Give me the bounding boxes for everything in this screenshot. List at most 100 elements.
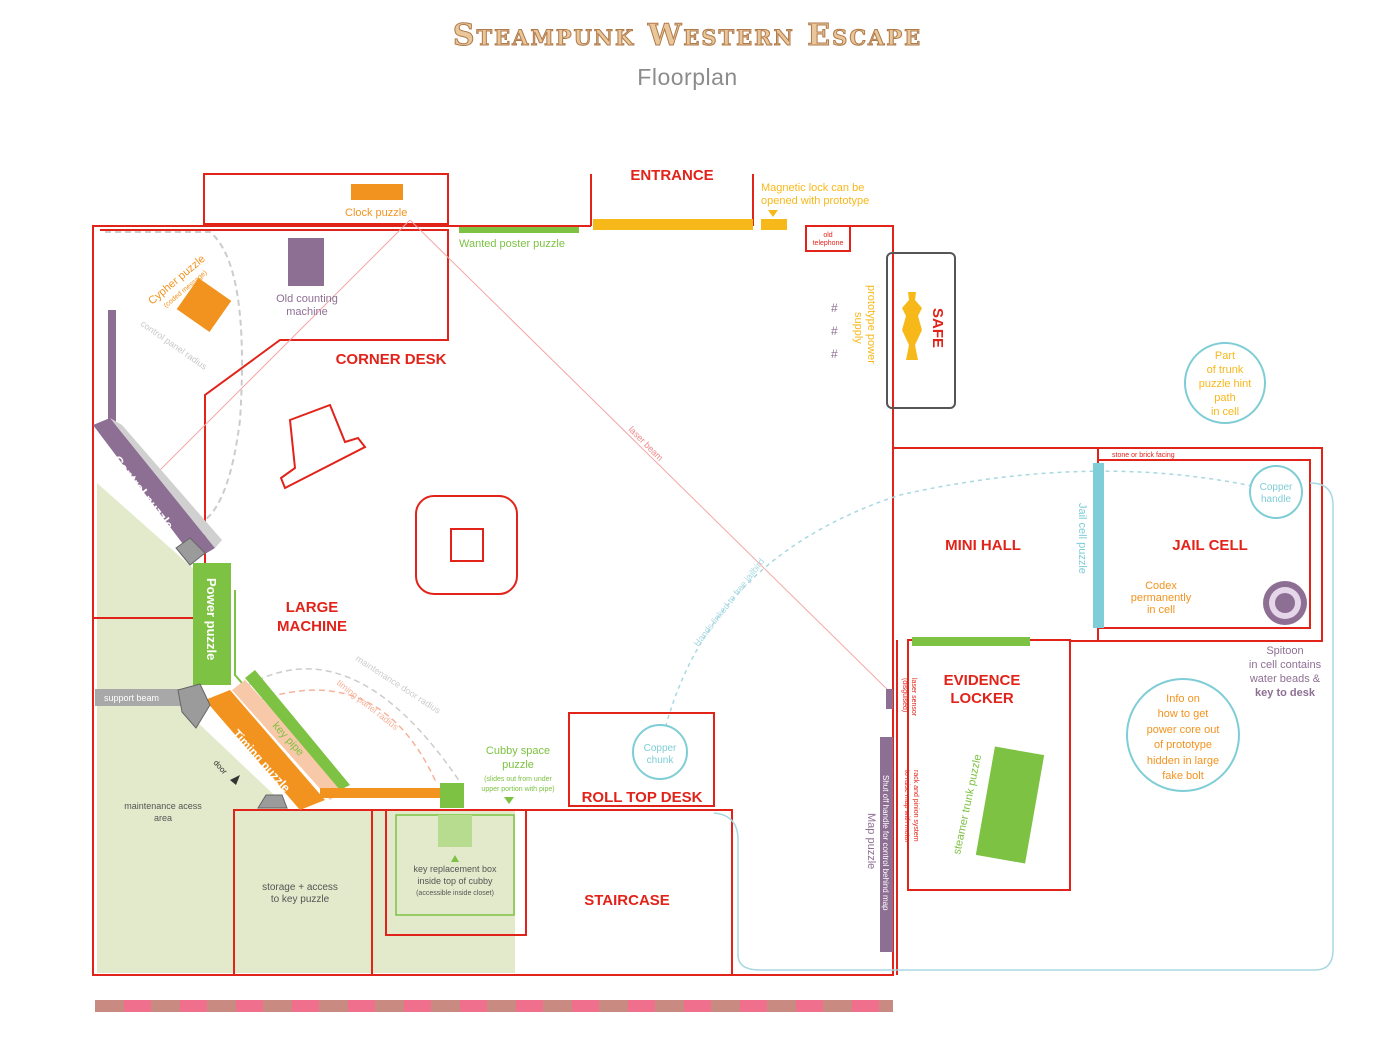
- support-beam-label: support beam: [104, 693, 159, 703]
- prototype-icon: [902, 292, 922, 360]
- evidence-locker-label-2: LOCKER: [950, 690, 1014, 707]
- large-machine-label-2: MACHINE: [277, 618, 347, 635]
- central-table-inner: [450, 528, 484, 562]
- jail-cell-puzzle-label: Jail cell puzzle: [1076, 503, 1088, 574]
- storage-box: [233, 809, 373, 976]
- laser-beam-label: laser beam: [627, 424, 666, 463]
- cubby-note-1: (slides out from under: [484, 776, 552, 783]
- old-telephone-box: [805, 225, 851, 252]
- timing-panel-radius-arc: [259, 689, 437, 783]
- rack-pinion-label-2: to raise map with motor: [903, 770, 910, 843]
- stone-facing-label: stone or brick facing: [1112, 452, 1175, 459]
- support-beam: [95, 689, 190, 706]
- diagram-title: Steampunk Western Escape: [452, 18, 923, 54]
- storage-label-1: storage + access: [262, 882, 338, 893]
- hat-icon: [279, 403, 367, 490]
- info-core-3: power core out: [1147, 724, 1220, 736]
- rack-pinion-label-1: rack and pinion system: [912, 770, 919, 842]
- magnetic-lock-label-2: opened with prototype: [761, 195, 869, 207]
- purple-vertical-bar: [108, 310, 116, 432]
- evidence-locker-bar: [912, 637, 1030, 646]
- storage-label-2: to key puzzle: [271, 894, 330, 905]
- orange-pipe: [320, 788, 440, 798]
- jail-cell-puzzle-bar: [1093, 463, 1104, 628]
- trunk-hint-3: puzzle hint: [1199, 378, 1252, 390]
- trunk-hint-4: path: [1214, 392, 1235, 404]
- roll-top-desk-box: [568, 712, 715, 807]
- key-replacement-block: [438, 815, 472, 847]
- key-replacement-arrow: [451, 855, 459, 862]
- large-machine-label-1: LARGE: [286, 599, 339, 616]
- shut-off-handle-label: Shut off handle for control behind map: [881, 775, 890, 911]
- evidence-locker-label-1: EVIDENCE: [944, 672, 1021, 689]
- laser-sensor-label-2: (disguised): [901, 678, 908, 712]
- entrance-door: [593, 219, 753, 230]
- steamer-trunk-block: [975, 746, 1045, 864]
- copper-handle-circle: [1249, 465, 1303, 519]
- counting-machine-block: [288, 238, 324, 286]
- maintenance-door-radius-arc: [239, 668, 461, 783]
- info-core-5: hidden in large: [1147, 755, 1219, 767]
- control-panel-radius-label: control panel radius: [139, 318, 209, 372]
- telephone-label-2: telephone: [813, 240, 844, 247]
- spitoon-label-3: water beads &: [1249, 673, 1321, 685]
- mini-hall-label: MINI HALL: [945, 537, 1021, 554]
- wanted-poster-label: Wanted poster puzzle: [459, 238, 565, 250]
- mini-hall-wall: [892, 226, 1323, 642]
- cubby-note-2: upper portion with pipe): [481, 786, 554, 793]
- cubby-arrow: [504, 797, 514, 804]
- staircase-label: STAIRCASE: [584, 892, 670, 909]
- hash-marker-3: #: [831, 347, 838, 361]
- clock-puzzle-label: Clock puzzle: [345, 207, 407, 219]
- safe-box: [886, 252, 956, 409]
- info-core-2: how to get: [1158, 708, 1209, 720]
- roll-top-desk-label: ROLL TOP DESK: [582, 789, 703, 806]
- corner-desk-label: CORNER DESK: [336, 351, 447, 368]
- copper-chunk-circle: [632, 724, 688, 780]
- power-puzzle-label: Power puzzle: [204, 578, 219, 660]
- cubby-box: [385, 809, 527, 936]
- timing-panel-radius-label: timing panel radius: [335, 678, 401, 733]
- key-replacement-note: (accessible inside closet): [416, 890, 494, 897]
- trunk-hint-5: in cell: [1211, 406, 1239, 418]
- laser-sensor-label-1: laser sensor: [910, 678, 917, 717]
- door-arrow: [230, 775, 240, 785]
- copper-handle-label-2: handle: [1261, 494, 1291, 505]
- central-table: [415, 495, 518, 595]
- clock-alcove: [203, 173, 449, 225]
- control-joint: [175, 537, 206, 566]
- control-panel-radius-arc: [105, 231, 243, 521]
- key-pipe-bar: [245, 670, 350, 790]
- jail-cell-label: JAIL CELL: [1172, 537, 1248, 554]
- info-core-circle: [1126, 678, 1240, 792]
- jail-inner-wall: [1098, 459, 1311, 629]
- codex-label-3: in cell: [1147, 604, 1175, 616]
- cubby-space-label-1: Cubby space: [486, 745, 550, 757]
- key-to-desk-label: key to desk: [1255, 687, 1316, 699]
- diagram-subtitle: Floorplan: [637, 64, 738, 90]
- copper-chunk-label-1: Copper: [644, 743, 677, 754]
- control-bar-shadow: [110, 418, 222, 548]
- power-supply-label-1: prototype power: [865, 285, 877, 364]
- copper-chunk-label-2: chunk: [647, 755, 675, 766]
- maintenance-area-label-1: maintenance acess: [124, 801, 202, 811]
- laser-beam-line: [409, 219, 894, 696]
- power-supply-label-2: supply: [852, 312, 864, 344]
- bottom-strip: [95, 1000, 893, 1012]
- spitoon-label-1: Spitoon: [1266, 645, 1303, 657]
- magnetic-lock-label-1: Magnetic lock can be: [761, 182, 864, 194]
- laser-sensor-block: [886, 689, 893, 709]
- map-puzzle-bar: [880, 737, 893, 952]
- safe-label: SAFE: [929, 308, 946, 348]
- clock-puzzle-block: [351, 184, 403, 200]
- wanted-poster-bar: [459, 227, 579, 233]
- cypher-puzzle-block: [176, 277, 232, 333]
- magnetic-lock-arrow: [768, 210, 778, 217]
- laser-beam-upper: [159, 219, 411, 471]
- teal-path: [713, 482, 1334, 971]
- timing-puzzle-band: [232, 680, 345, 800]
- hands-link-arc: [659, 470, 1271, 751]
- timing-joint: [257, 794, 288, 809]
- maintenance-area-fill: [97, 483, 515, 973]
- maintenance-area-label-2: area: [154, 813, 172, 823]
